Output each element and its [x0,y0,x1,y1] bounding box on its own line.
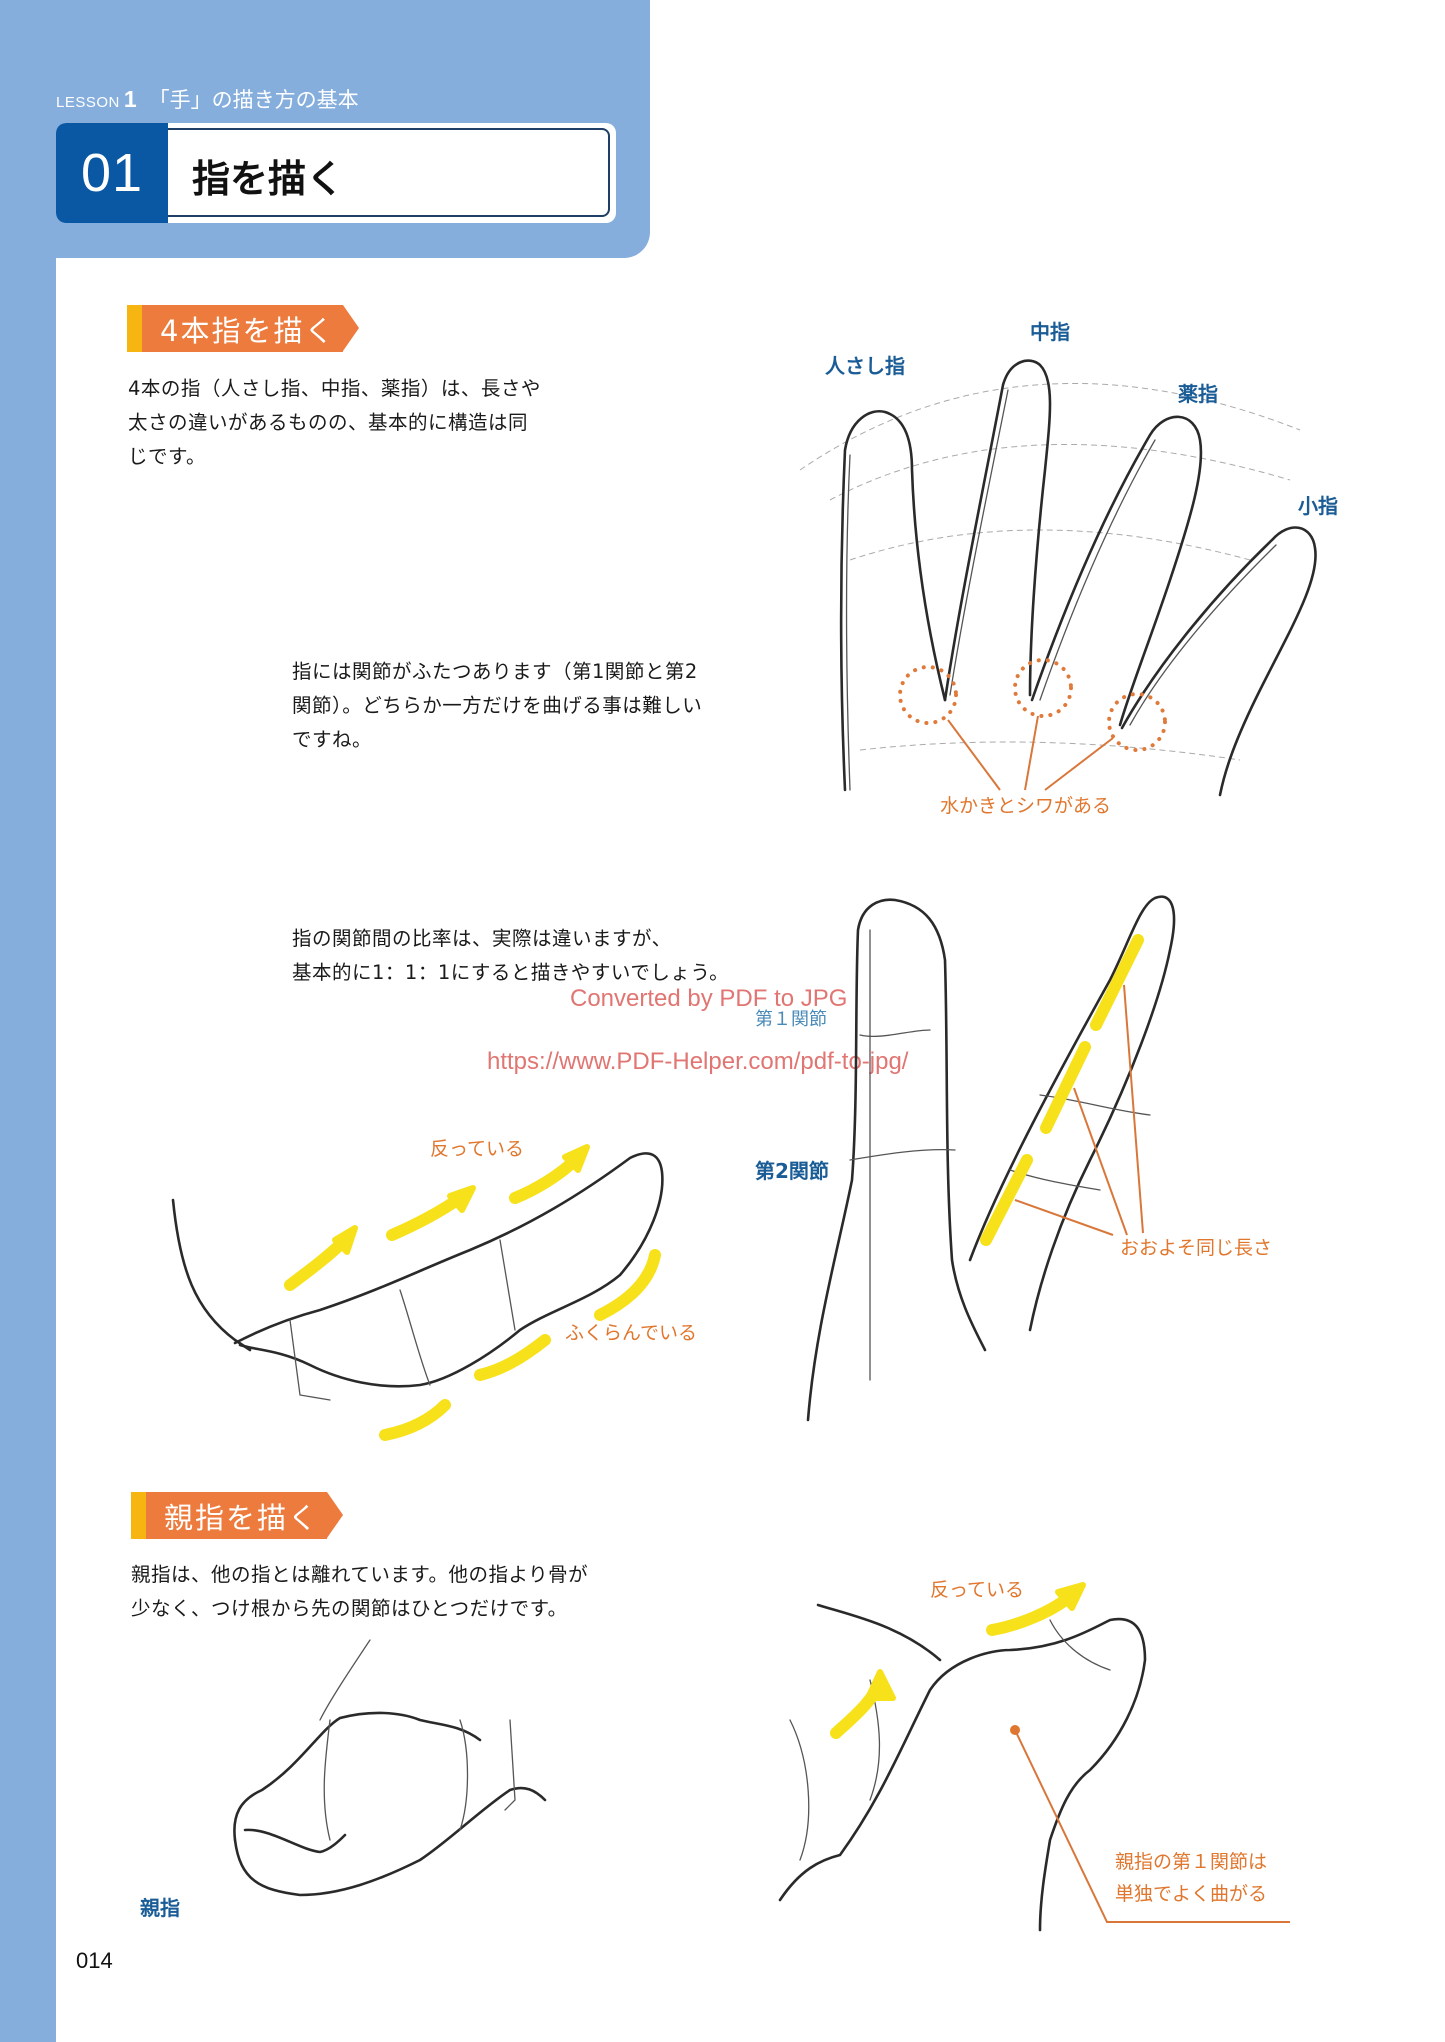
page-title: 指を描く [192,157,345,201]
thumb-text: 親指は、他の指とは離れています。他の指より骨が 少なく、つけ根から先の関節はひと… [131,1563,589,1620]
banner-accent [127,305,142,352]
thumb-bend-illustration [778,1582,1290,1932]
left-margin-strip [0,0,56,2042]
lesson-breadcrumb: LESSON 1 「手」の描き方の基本 [56,84,359,114]
thumb-nail-illustration [233,1639,547,1897]
thumb-joint-annotation: 親指の第１関節は 単独でよく曲がる [1115,1851,1268,1905]
label-ring-finger: 薬指 [1178,382,1218,406]
label-second-joint: 第2関節 [755,1159,829,1183]
label-thumb: 親指 [140,1896,180,1920]
same-length-annotation: おおよそ同じ長さ [1120,1237,1273,1259]
joints-text: 指には関節がふたつあります（第1関節と第2 関節）。どちらか一方だけを曲げる事は… [292,660,703,751]
section-banner-four-fingers: 4本指を描く [127,305,360,352]
label-little-finger: 小指 [1298,494,1338,518]
side-finger-illustration [171,1144,664,1441]
ratio-text: 指の関節間の比率は、実際は違いますが、 基本的に1：1：1にすると描きやすいでし… [292,927,730,984]
banner-label: 4本指を描く [142,305,344,352]
watermark-line-2: https://www.PDF-Helper.com/pdf-to-jpg/ [487,1048,909,1075]
banner-arrow-tip [327,1492,344,1538]
label-index-finger: 人さし指 [825,354,905,378]
finger-joints-illustration [806,895,1176,1422]
lesson-word: LESSON [56,94,120,111]
banner-arrow-tip [343,305,360,351]
title-box: 指を描く [168,128,610,217]
section-number: 01 [56,123,168,223]
arched-annotation: 反っている [430,1138,525,1160]
banner-label: 親指を描く [146,1492,328,1539]
watermark-line-1: Converted by PDF to JPG [570,985,848,1012]
lesson-title: 「手」の描き方の基本 [148,88,359,112]
thumb-arched-annotation: 反っている [930,1579,1025,1601]
four-fingers-intro: 4本の指（人さし指、中指、薬指）は、長さや 太さの違いがあるものの、基本的に構造… [128,377,541,468]
page-title-block: 01 指を描く [56,123,616,223]
open-hand-illustration [799,359,1317,797]
webbing-annotation: 水かきとシワがある [940,795,1112,817]
lesson-number: 1 [123,86,137,112]
banner-accent [131,1492,146,1539]
label-first-joint: 第１関節 [755,1009,827,1030]
bulging-annotation: ふくらんでいる [565,1322,698,1344]
label-middle-finger: 中指 [1030,320,1070,344]
page-number: 014 [76,1948,113,1973]
section-banner-thumb: 親指を描く [131,1492,344,1539]
